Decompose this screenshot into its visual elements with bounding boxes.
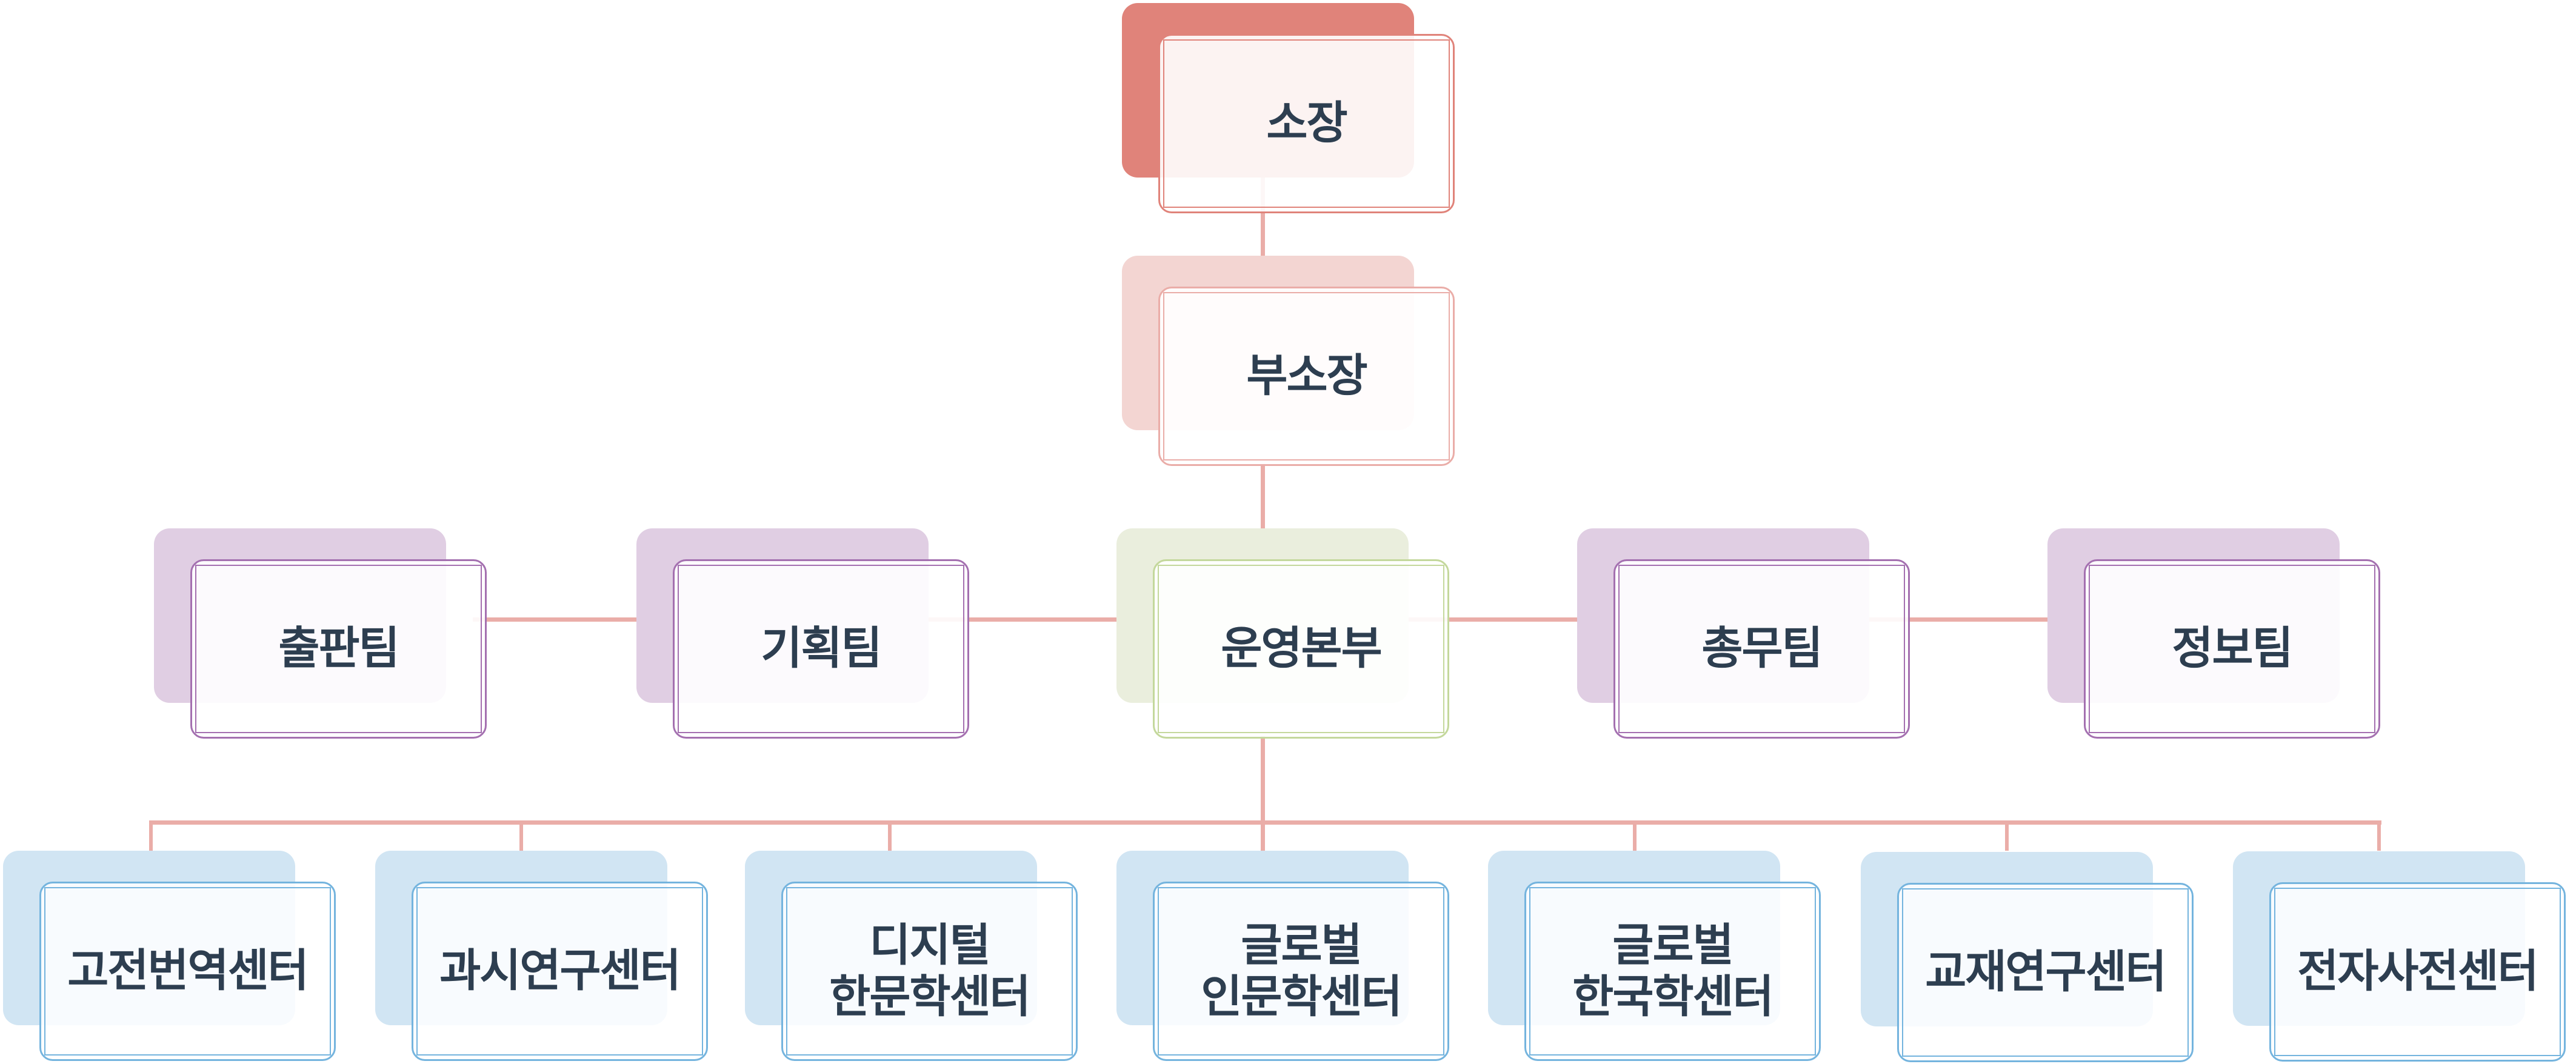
node-center-1[interactable]: 고전번역센터 — [3, 851, 336, 1063]
connector-drop-3 — [888, 820, 892, 851]
connector-drop-2 — [519, 820, 523, 851]
node-operations-headquarters[interactable]: 운영본부 — [1116, 528, 1450, 740]
node-center-7[interactable]: 전자사전센터 — [2233, 851, 2566, 1063]
node-general-affairs-team[interactable]: 총무팀 — [1577, 528, 1910, 740]
node-publishing-team[interactable]: 출판팀 — [154, 528, 487, 740]
node-deputy[interactable]: 부소장 — [1122, 256, 1455, 468]
node-label: 소장 — [1266, 97, 1347, 150]
node-planning-team[interactable]: 기획팀 — [636, 528, 970, 740]
connector-drop-5 — [1633, 820, 1637, 851]
connector-drop-6 — [2005, 820, 2009, 851]
connector-director-deputy — [1261, 176, 1265, 291]
node-label: 총무팀 — [1701, 622, 1823, 675]
node-director[interactable]: 소장 — [1122, 3, 1455, 215]
node-card: 고전번역센터 — [39, 882, 336, 1061]
node-label: 글로벌 인문학센터 — [1201, 919, 1402, 1023]
node-card: 과시연구센터 — [412, 882, 708, 1061]
node-card: 운영본부 — [1153, 559, 1449, 739]
node-center-3[interactable]: 디지털 한문학센터 — [745, 851, 1078, 1063]
connector-headquarters-bus — [1261, 736, 1265, 851]
node-card: 교재연구센터 — [1897, 883, 2194, 1062]
node-card: 전자사전센터 — [2269, 882, 2566, 1062]
node-center-5[interactable]: 글로벌 한국학센터 — [1488, 851, 1821, 1063]
node-label: 디지털 한문학센터 — [829, 919, 1030, 1023]
node-card: 출판팀 — [190, 559, 487, 739]
node-label: 기획팀 — [761, 622, 882, 675]
node-card: 글로벌 한국학센터 — [1524, 882, 1821, 1061]
connector-drop-1 — [149, 820, 153, 851]
node-card: 디지털 한문학센터 — [781, 882, 1078, 1061]
node-label: 글로벌 한국학센터 — [1572, 919, 1774, 1023]
node-card: 부소장 — [1158, 287, 1455, 466]
node-card: 글로벌 인문학센터 — [1153, 882, 1449, 1061]
node-label: 고전번역센터 — [67, 945, 309, 997]
node-label: 전자사전센터 — [2297, 945, 2538, 998]
node-label: 과시연구센터 — [439, 945, 681, 997]
node-card: 기획팀 — [673, 559, 969, 739]
node-card: 총무팀 — [1613, 559, 1910, 739]
connector-drop-7 — [2377, 820, 2381, 851]
node-center-4[interactable]: 글로벌 인문학센터 — [1116, 851, 1450, 1063]
node-label: 부소장 — [1246, 350, 1367, 402]
connector-centers-bus — [149, 820, 2381, 825]
node-card: 정보팀 — [2084, 559, 2380, 739]
node-card: 소장 — [1158, 34, 1455, 213]
node-information-team[interactable]: 정보팀 — [2047, 528, 2381, 740]
connector-deputy-headquarters — [1261, 464, 1265, 560]
node-label: 운영본부 — [1221, 622, 1382, 675]
node-center-6[interactable]: 교재연구센터 — [1861, 852, 2194, 1064]
node-label: 출판팀 — [278, 622, 399, 675]
node-center-2[interactable]: 과시연구센터 — [375, 851, 709, 1063]
node-label: 정보팀 — [2172, 622, 2293, 675]
node-label: 교재연구센터 — [1925, 946, 2166, 999]
